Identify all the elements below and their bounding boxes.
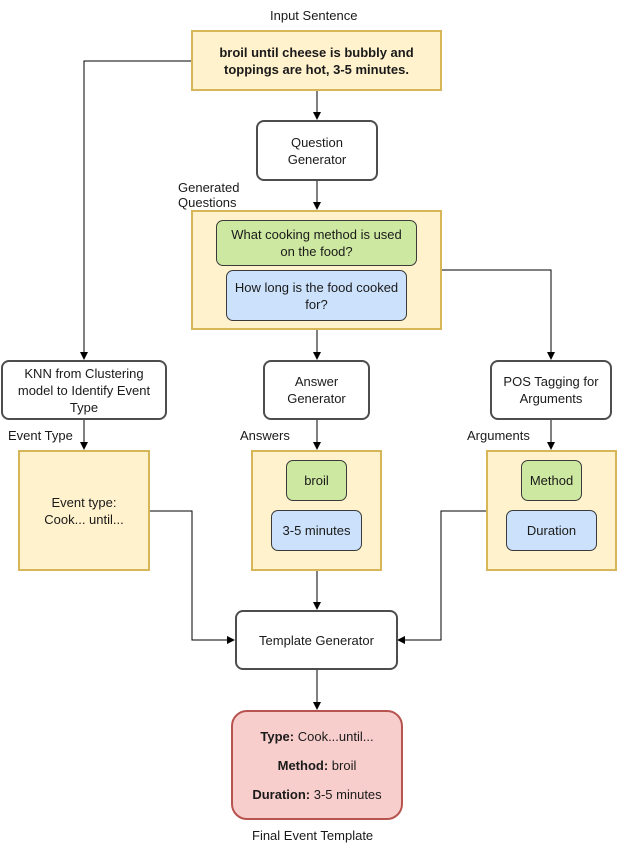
- arrow-arguments-to-template: [397, 510, 486, 644]
- final-duration-value: 3-5 minutes: [313, 786, 382, 802]
- answers-label: Answers: [240, 428, 290, 443]
- final-type-row: Type: Cook...until...: [260, 728, 373, 745]
- answer-duration: 3-5 minutes: [271, 510, 362, 551]
- final-type-key: Type:: [260, 728, 298, 744]
- argument-method-text: Method: [529, 473, 574, 488]
- answer-broil: broil: [286, 460, 347, 501]
- input-sentence-label: Input Sentence: [270, 8, 358, 23]
- template-generator-label: Template Generator: [259, 632, 374, 648]
- question-method-text: What cooking method is used on the food?: [231, 227, 402, 259]
- question-generator-box: Question Generator: [256, 120, 378, 181]
- event-type-text: Event type: Cook... until...: [44, 494, 124, 527]
- knn-clustering-label: KNN from Clustering model to Identify Ev…: [17, 365, 151, 415]
- answer-duration-text: 3-5 minutes: [282, 523, 351, 538]
- answer-generator-box: Answer Generator: [263, 360, 370, 420]
- question-method: What cooking method is used on the food?: [216, 220, 417, 266]
- argument-duration: Duration: [506, 510, 597, 551]
- argument-duration-text: Duration: [526, 523, 577, 538]
- pos-tagging-label: POS Tagging for Arguments: [503, 374, 599, 406]
- final-method-value: broil: [331, 757, 357, 773]
- input-sentence-box: broil until cheese is bubbly and topping…: [191, 30, 442, 91]
- event-type-box: Event type: Cook... until...: [18, 450, 150, 571]
- arrow-event-type-to-template: [150, 510, 235, 644]
- final-duration-row: Duration: 3-5 minutes: [252, 786, 381, 803]
- final-event-template-label: Final Event Template: [252, 828, 374, 843]
- final-method-row: Method: broil: [278, 757, 357, 774]
- final-event-template-box: Type: Cook...until... Method: broil Dura…: [231, 710, 403, 820]
- final-duration-key: Duration:: [252, 786, 314, 802]
- answer-generator-label: Answer Generator: [287, 374, 346, 406]
- generated-questions-label: Generated Questions: [178, 180, 240, 210]
- argument-method: Method: [521, 460, 582, 501]
- final-method-key: Method:: [277, 757, 332, 773]
- template-generator-box: Template Generator: [235, 610, 398, 670]
- answer-broil-text: broil: [304, 473, 329, 488]
- arrow-input-to-knn: [80, 60, 191, 360]
- question-generator-label: Question Generator: [287, 134, 347, 167]
- knn-clustering-box: KNN from Clustering model to Identify Ev…: [1, 360, 167, 420]
- event-type-label: Event Type: [8, 428, 73, 443]
- arrow-questions-to-pos-tagging: [441, 269, 555, 360]
- input-sentence-text: broil until cheese is bubbly and topping…: [219, 44, 414, 77]
- question-duration: How long is the food cooked for?: [226, 270, 407, 321]
- pos-tagging-box: POS Tagging for Arguments: [490, 360, 612, 420]
- arguments-label: Arguments: [467, 428, 530, 443]
- question-duration-text: How long is the food cooked for?: [234, 279, 399, 312]
- final-type-value: Cook...until...: [297, 728, 374, 744]
